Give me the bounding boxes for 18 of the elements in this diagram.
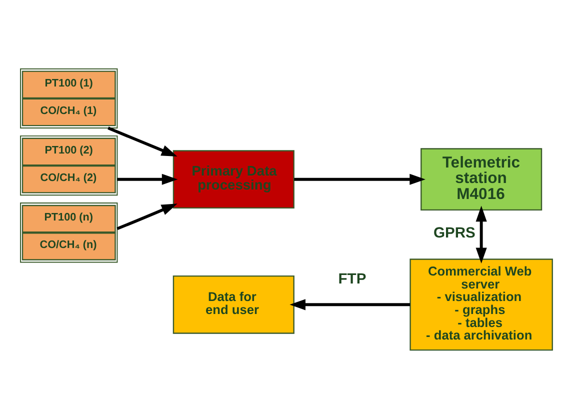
edge-label: FTP (338, 270, 366, 287)
arrow (108, 126, 178, 156)
node-box: Commercial Web server - visualization - graphs - tables - data archivation (410, 258, 553, 350)
node-box: Telemetric station M4016 (420, 148, 542, 210)
arrow (476, 205, 487, 264)
node-box: CO/CH₄ (n) (22, 232, 116, 260)
node-box: PT100 (1) (22, 70, 116, 98)
edge-label: GPRS (433, 225, 476, 242)
arrow (116, 203, 178, 230)
node-box: PT100 (2) (22, 137, 116, 166)
node-box: Primary Data processing (172, 150, 294, 208)
node-box: Data for end user (172, 274, 294, 334)
arrow (290, 298, 410, 310)
arrow (117, 173, 178, 184)
arrow (294, 173, 426, 184)
node-box: CO/CH₄ (2) (22, 164, 116, 193)
node-box: PT100 (n) (22, 204, 116, 232)
node-box: CO/CH₄ (1) (22, 98, 116, 126)
